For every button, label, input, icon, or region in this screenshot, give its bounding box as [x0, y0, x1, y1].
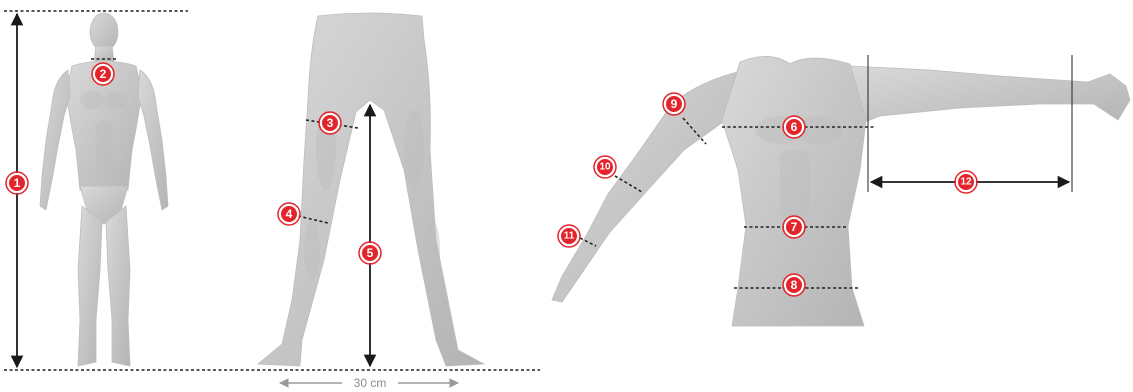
marker-10: 10	[594, 156, 616, 178]
marker-9-label: 9	[671, 97, 678, 111]
marker-8: 8	[783, 274, 805, 296]
marker-2: 2	[92, 63, 114, 85]
marker-4: 4	[278, 203, 300, 225]
marker-1: 1	[6, 172, 28, 194]
torso-figure	[552, 56, 1130, 326]
scale-label: 30 cm	[354, 376, 387, 390]
marker-7: 7	[783, 216, 805, 238]
marker-10-label: 10	[599, 162, 611, 173]
marker-2-label: 2	[100, 67, 107, 81]
marker-12: 12	[955, 171, 977, 193]
marker-3: 3	[319, 112, 341, 134]
marker-9: 9	[663, 93, 685, 115]
marker-5-label: 5	[367, 246, 374, 260]
marker-4-label: 4	[286, 207, 293, 221]
marker-1-label: 1	[14, 176, 21, 190]
marker-11-label: 11	[564, 231, 575, 242]
marker-7-label: 7	[791, 220, 798, 234]
marker-8-label: 8	[791, 278, 798, 292]
marker-5: 5	[359, 242, 381, 264]
marker-11: 11	[558, 225, 580, 247]
marker-12-label: 12	[960, 177, 972, 188]
marker-6: 6	[783, 116, 805, 138]
legs-figure	[258, 13, 484, 366]
marker-6-label: 6	[791, 120, 798, 134]
marker-3-label: 3	[327, 116, 334, 130]
